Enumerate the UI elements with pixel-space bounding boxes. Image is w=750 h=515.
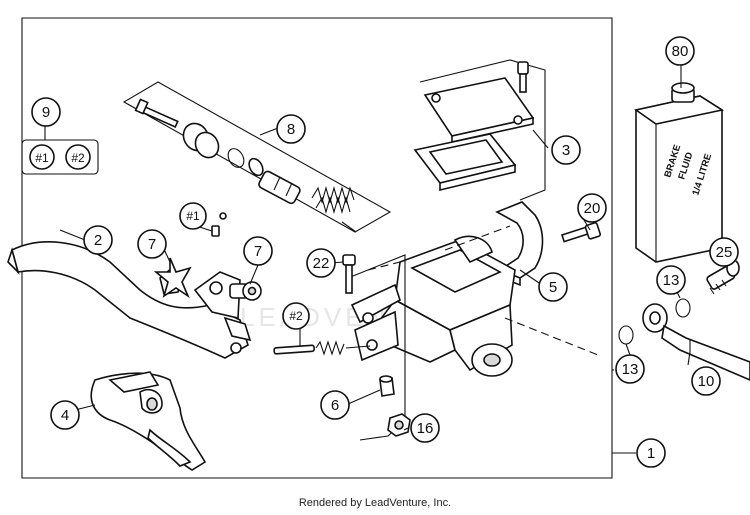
callout-13a[interactable]: 13: [656, 265, 686, 295]
callout-5[interactable]: 5: [538, 272, 568, 302]
assembly-frame: [21, 17, 613, 479]
callout-4-label: 4: [61, 407, 69, 424]
brake-lever: [7, 241, 252, 359]
callout-20[interactable]: 20: [577, 193, 607, 223]
leader-dashed-1: [504, 317, 599, 356]
callout-3[interactable]: 3: [551, 135, 581, 165]
callout-22[interactable]: 22: [306, 248, 336, 278]
sealing-washer-13a: [675, 298, 691, 318]
callout-16-label: 16: [417, 420, 434, 437]
callout-10-label: 10: [698, 373, 715, 390]
callout-16[interactable]: 16: [410, 413, 440, 443]
leader-dashed-3: [444, 225, 511, 251]
master-cylinder-body: [350, 235, 516, 377]
callout-80[interactable]: 80: [665, 36, 695, 66]
bolt-20: [560, 222, 602, 243]
callout-1-label: 1: [647, 445, 655, 462]
adjuster-knob-7a: [153, 257, 192, 299]
callout-6[interactable]: 6: [320, 390, 350, 420]
callout-13b[interactable]: 13: [615, 354, 645, 384]
callout-sub2-label: #2: [289, 309, 303, 323]
callout-20-label: 20: [584, 200, 601, 217]
callout-7a[interactable]: 7: [137, 229, 167, 259]
callout-9-label: 9: [42, 104, 50, 121]
callout-7a-label: 7: [148, 236, 156, 253]
callout-3-label: 3: [562, 142, 570, 159]
callout-7b-label: 7: [254, 243, 262, 260]
callout-4[interactable]: 4: [50, 400, 80, 430]
brake-fluid-bottle: BRAKE FLUID 1/4 LITRE: [634, 82, 725, 263]
callout-sub1[interactable]: #1: [179, 202, 207, 230]
callout-7b[interactable]: 7: [243, 236, 273, 266]
callout-25[interactable]: 25: [709, 237, 739, 267]
sealing-washer-13b: [618, 325, 634, 345]
callout-5-label: 5: [549, 279, 557, 296]
callout-sub1-label: #1: [186, 209, 200, 223]
callout-25-label: 25: [716, 244, 733, 261]
footer-credit: Rendered by LeadVenture, Inc.: [298, 497, 452, 509]
leader-dashed-2: [367, 261, 401, 271]
callout-2[interactable]: 2: [83, 225, 113, 255]
callout-13b-label: 13: [622, 361, 639, 378]
callout-9-subparts: #1 #2: [21, 139, 99, 175]
callout-9-sub1: #1: [35, 151, 49, 165]
callout-6-label: 6: [331, 397, 339, 414]
callout-9-sub2: #2: [71, 151, 85, 165]
set-screw-1: [211, 212, 227, 237]
adjuster-pin-group: [273, 340, 371, 356]
reservoir-cover-group: [413, 59, 546, 201]
lever-guard: [90, 371, 207, 471]
callout-8[interactable]: 8: [276, 114, 306, 144]
adjuster-bushing-7b: [229, 281, 262, 301]
callout-8-label: 8: [287, 121, 295, 138]
piston-kit-group: [122, 81, 392, 233]
callout-sub2[interactable]: #2: [282, 302, 310, 330]
callout-13a-label: 13: [663, 272, 680, 289]
brake-hose-10: [642, 303, 750, 381]
callout-9[interactable]: 9: [31, 97, 61, 127]
callout-10[interactable]: 10: [691, 366, 721, 396]
callout-2-label: 2: [94, 232, 102, 249]
callout-80-label: 80: [672, 43, 689, 60]
pivot-bolt-group: [342, 254, 411, 441]
callout-1[interactable]: 1: [636, 438, 666, 468]
callout-22-label: 22: [313, 255, 330, 272]
